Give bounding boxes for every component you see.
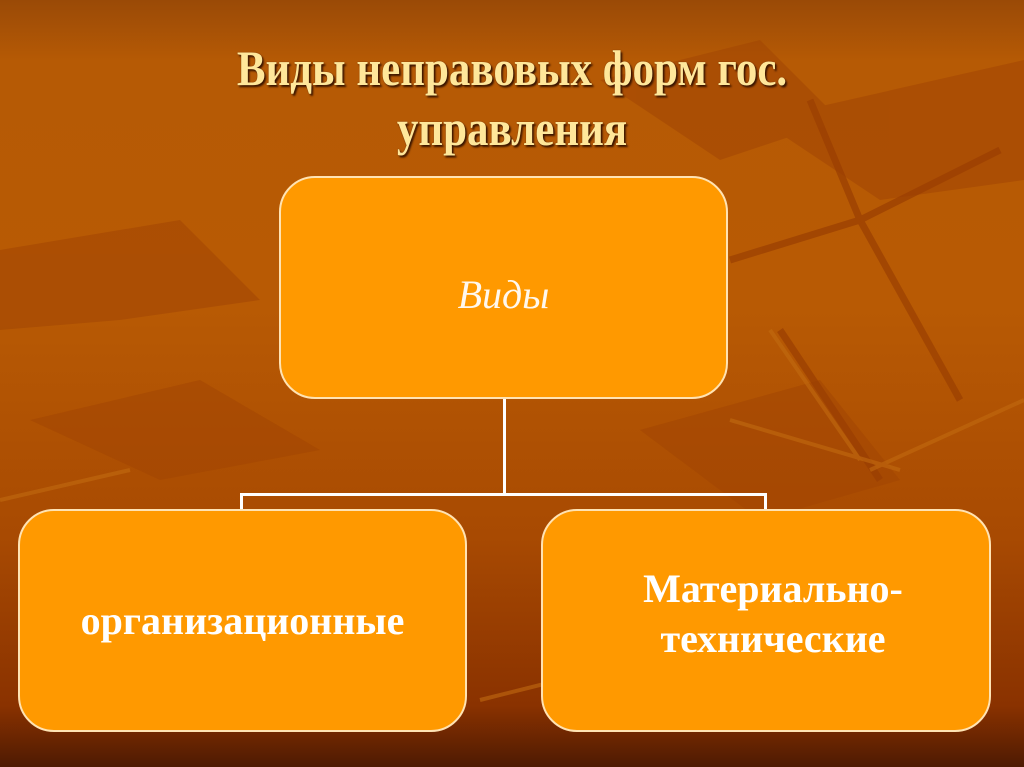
slide-title-line-2: управления [396, 100, 628, 156]
slide-title-line-1: Виды неправовых форм гос. [236, 40, 788, 96]
child-node-label: организационные [80, 597, 405, 643]
connector-left-drop [240, 493, 243, 510]
root-node-label: Виды [457, 272, 550, 317]
diagram-child-node-organizational: организационные [18, 509, 467, 732]
child-node-label: Материально- технические [629, 564, 903, 664]
connector-right-drop [764, 493, 767, 510]
slide-title: Виды неправовых форм гос. управления [72, 38, 953, 158]
diagram-root-node: Виды [279, 176, 728, 399]
child-node-label-line-2: технические [660, 615, 886, 661]
child-node-label-line-1: Материально- [643, 565, 903, 611]
connector-vertical [503, 398, 506, 495]
connector-horizontal [240, 493, 767, 496]
diagram-child-node-material-technical: Материально- технические [541, 509, 991, 732]
